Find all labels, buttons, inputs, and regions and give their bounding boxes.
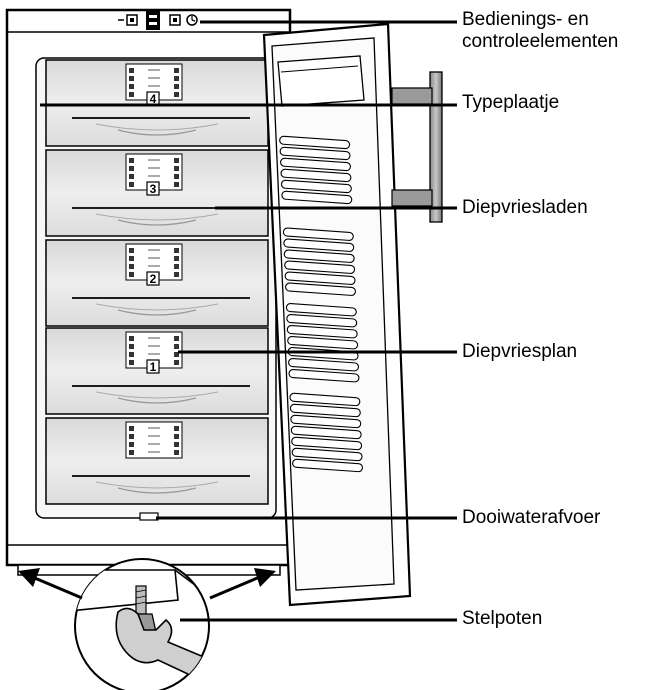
door-vent-slot [290,414,362,429]
control-panel [118,11,198,30]
door-vent-slots [279,135,364,473]
door-vent-slot [292,458,364,473]
door-vent-slot [281,190,353,205]
door-vent-slot [291,447,363,462]
arrow-left [18,568,83,600]
freezer-drawer: 4 [45,59,269,147]
label-drawers: Diepvriesladen [462,197,588,218]
door-vent-slot [283,249,355,263]
label-freezing-plan: Diepvriesplan [462,341,578,362]
door-vent-slot [290,425,362,440]
door-vent-slot [285,282,356,296]
door-vent-slot [280,157,351,172]
label-controls-line-1: Bedienings- en [462,9,589,30]
door-vent-slot [283,238,355,252]
door-vent-slot [289,392,361,407]
label-controls-line-2: controleelementen [462,31,619,52]
door [262,22,412,607]
door-vent-slot [289,403,361,418]
label-drain: Dooiwaterafvoer [462,507,601,528]
feet-detail [74,558,210,690]
door-vent-slot [280,179,352,194]
freezer-drawer: 1 [45,327,269,415]
door-vent-slot [282,227,354,241]
door-handle [391,71,443,223]
freezer-drawer: 2 [45,239,269,327]
freezer-drawer: 3 [45,149,269,237]
drawer-number: 2 [150,272,157,286]
drain-outlet [139,512,159,521]
leader-lines [40,20,457,622]
door-vent-slot [286,313,358,328]
drawer-number: 4 [150,92,157,106]
door-vent-slot [279,135,351,150]
door-vent-slot [279,146,351,161]
arrow-right [209,568,276,600]
door-vent-slot [286,324,358,339]
door-vent-slot [284,271,356,285]
door-vent-slot [284,260,356,274]
label-feet: Stelpoten [462,608,543,629]
freezer-drawers: 4 3 2 1 [45,59,269,505]
drawer-number: 1 [150,360,157,374]
door-vent-slot [288,368,360,383]
label-type-plate: Typeplaatje [462,92,560,113]
door-vent-slot [280,168,352,183]
door-vent-slot [291,436,363,451]
door-vent-slot [285,302,357,317]
door-vent-slot [288,357,360,372]
label-controls: Bedienings- en controleelementen [462,9,618,53]
door-vent-slot [287,335,359,350]
drawer-number: 3 [150,182,157,196]
freezer-drawer [45,417,269,505]
